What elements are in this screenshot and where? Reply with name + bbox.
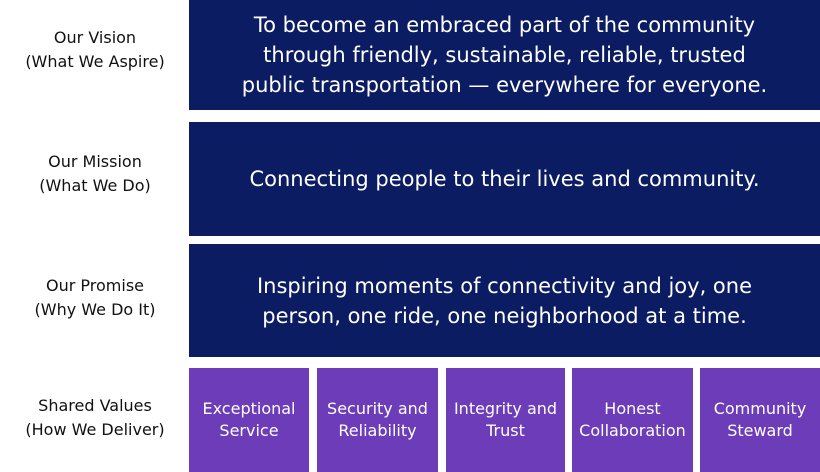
value-label: Exceptional Service <box>202 399 296 440</box>
shared-values-label-subtitle: (How We Deliver) <box>25 420 165 439</box>
promise-label-title: Our Promise <box>46 276 144 295</box>
value-label: Honest Collaboration <box>579 399 686 440</box>
promise-label-subtitle: (Why We Do It) <box>34 300 156 319</box>
value-integrity-and-trust: Integrity and Trust <box>446 368 565 472</box>
value-label: Security and Reliability <box>327 399 428 440</box>
mission-statement: Connecting people to their lives and com… <box>189 122 820 236</box>
mission-label: Our Mission (What We Do) <box>0 150 190 198</box>
value-security-and-reliability: Security and Reliability <box>317 368 438 472</box>
promise-text: Inspiring moments of connectivity and jo… <box>256 273 753 328</box>
vision-label: Our Vision (What We Aspire) <box>0 26 190 74</box>
vision-label-subtitle: (What We Aspire) <box>25 52 165 71</box>
shared-values-row: Exceptional Service Security and Reliabi… <box>189 368 820 472</box>
value-label: Integrity and Trust <box>453 399 558 440</box>
vision-text: To become an embraced part of the commun… <box>241 13 768 97</box>
vision-label-title: Our Vision <box>53 28 137 47</box>
shared-values-label: Shared Values (How We Deliver) <box>0 394 190 442</box>
promise-label: Our Promise (Why We Do It) <box>0 274 190 322</box>
shared-values-label-title: Shared Values <box>38 396 152 415</box>
value-label: Community Steward <box>713 399 807 440</box>
value-community-steward: Community Steward <box>700 368 820 472</box>
mission-label-subtitle: (What We Do) <box>39 176 151 195</box>
value-exceptional-service: Exceptional Service <box>189 368 309 472</box>
mission-label-title: Our Mission <box>48 152 142 171</box>
vision-statement: To become an embraced part of the commun… <box>189 0 820 110</box>
promise-statement: Inspiring moments of connectivity and jo… <box>189 244 820 357</box>
mission-text: Connecting people to their lives and com… <box>249 167 760 191</box>
value-honest-collaboration: Honest Collaboration <box>572 368 693 472</box>
